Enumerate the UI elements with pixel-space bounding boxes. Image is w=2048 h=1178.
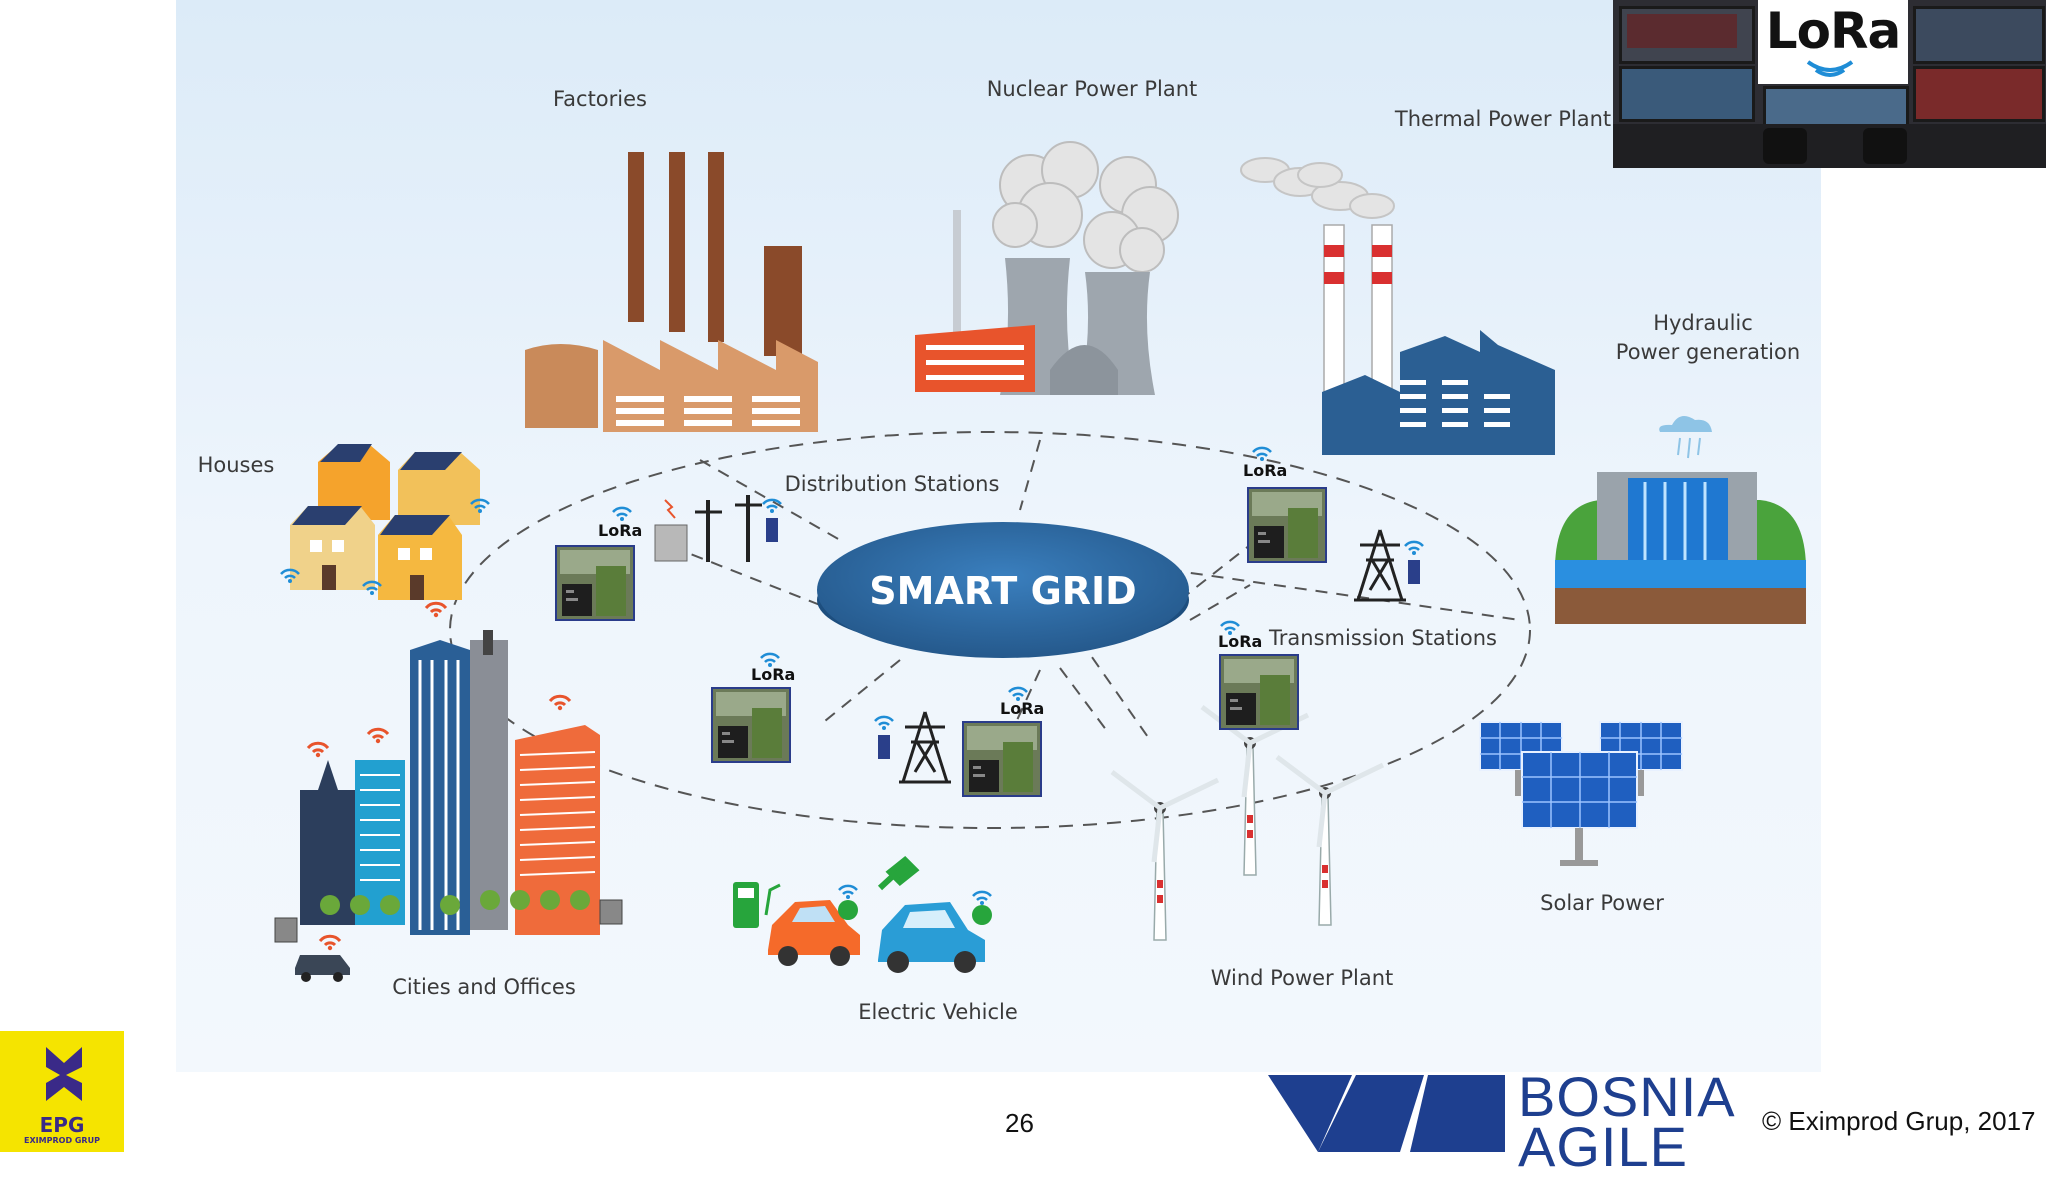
svg-text:LoRa: LoRa [1218, 632, 1262, 651]
svg-text:LoRa: LoRa [1243, 461, 1287, 480]
label-distribution: Distribution Stations [785, 472, 1000, 496]
lora-gateway-cities: LoRa [711, 652, 795, 763]
control-room-photo [1613, 0, 2046, 168]
page-number: 26 [1005, 1108, 1034, 1138]
smart-grid-diagram: LoRa LoRa LoRa LoRa LoRa SMART GRID [176, 0, 1821, 1152]
lora-gateway-transmission: LoRa [1243, 446, 1327, 563]
label-hydraulic-1: Hydraulic [1653, 311, 1753, 335]
svg-text:LoRa: LoRa [751, 665, 795, 684]
lora-gateway-wind: LoRa [1218, 620, 1299, 730]
lora-signal-icon [1806, 60, 1854, 77]
label-cities: Cities and Offices [392, 975, 576, 999]
electric-vehicle-illustration [733, 855, 993, 973]
lora-logo: LoRa [1765, 2, 1901, 60]
lora-gateway-houses: LoRa [555, 506, 642, 621]
city-buildings-illustration [274, 601, 623, 982]
label-hydraulic-2: Power generation [1616, 340, 1800, 364]
label-nuclear: Nuclear Power Plant [987, 77, 1198, 101]
factories-illustration [525, 152, 818, 432]
bosnia-line: BOSNIA [1518, 1065, 1736, 1128]
smart-grid-hub: SMART GRID [817, 522, 1189, 658]
network-ellipse [449, 431, 1531, 829]
agile-line: AGILE [1518, 1115, 1688, 1178]
lora-gateways: LoRa LoRa LoRa LoRa LoRa [555, 446, 1327, 797]
label-wind: Wind Power Plant [1211, 966, 1394, 990]
hub-label: SMART GRID [869, 569, 1136, 613]
epg-logo: EPG EXIMPROD GRUP [0, 1031, 124, 1152]
bosnia-agile-logo-text: BOSNIA AGILE [1518, 1065, 1736, 1178]
epg-logo-text: EPG [39, 1113, 85, 1137]
lora-gateway-vehicle: LoRa [962, 686, 1044, 797]
label-thermal: Thermal Power Plant [1394, 107, 1611, 131]
thermal-plant-illustration [1240, 157, 1555, 455]
label-solar: Solar Power [1540, 891, 1664, 915]
label-electric-vehicle: Electric Vehicle [858, 1000, 1018, 1024]
label-factories: Factories [553, 87, 647, 111]
epg-mark-icon [46, 1047, 82, 1101]
transmission-pylons [873, 528, 1425, 784]
distribution-equipment [654, 495, 783, 562]
label-transmission: Transmission Stations [1268, 626, 1497, 650]
svg-text:LoRa: LoRa [598, 521, 642, 540]
solar-panels-illustration [1479, 721, 1683, 866]
label-houses: Houses [198, 453, 275, 477]
copyright: © Eximprod Grup, 2017 [1762, 1106, 2036, 1136]
epg-logo-subtitle: EXIMPROD GRUP [24, 1136, 100, 1145]
houses-illustration [279, 444, 491, 600]
hydraulic-dam-illustration [1555, 416, 1806, 624]
bosnia-agile-logo-mark [1268, 1075, 1505, 1152]
nuclear-plant-illustration [915, 141, 1179, 395]
svg-text:LoRa: LoRa [1000, 699, 1044, 718]
